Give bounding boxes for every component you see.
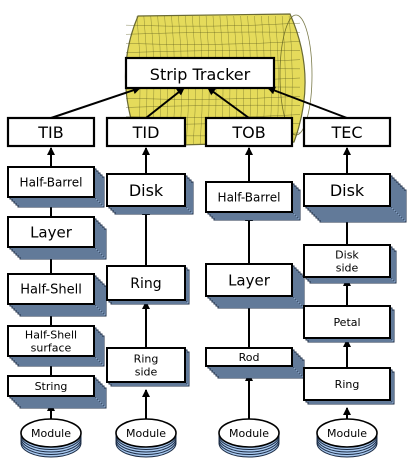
node-label: Rod: [239, 351, 260, 364]
module-label: Module: [229, 427, 269, 440]
node-tid-0: Disk: [106, 173, 194, 215]
module-tib: Module: [20, 418, 82, 458]
node-label: Half-Barrel: [20, 175, 83, 189]
title-node: Strip Tracker: [124, 56, 276, 90]
node-tec-3: Ring: [303, 367, 395, 405]
node-tob-1: Layer: [205, 263, 305, 309]
node-label: Layer: [228, 271, 271, 289]
header-tob: TOB: [204, 116, 294, 148]
arrow-tec-to-title: [267, 86, 348, 119]
node-label: Disk: [330, 181, 365, 200]
header-label-tob: TOB: [231, 123, 265, 142]
node-label: Ring: [130, 276, 161, 292]
node-label: surface: [31, 341, 72, 354]
header-tec: TEC: [302, 116, 392, 148]
module-tob: Module: [218, 418, 280, 458]
arrow-tid-to-title: [145, 87, 185, 119]
header-tid: TID: [105, 116, 187, 148]
node-label: Ring: [335, 378, 360, 391]
node-tib-4: String: [7, 375, 107, 409]
node-label: Half-Shell: [25, 328, 77, 341]
module-label: Module: [327, 427, 367, 440]
node-label: side: [336, 261, 359, 274]
header-label-tib: TIB: [37, 123, 63, 142]
column-tib: TIBHalf-BarrelLayerHalf-ShellHalf-Shells…: [6, 116, 107, 458]
node-tob-0: Half-Barrel: [205, 181, 301, 221]
node-tib-2: Half-Shell: [7, 273, 107, 317]
node-label: Petal: [333, 316, 360, 329]
header-label-tec: TEC: [330, 123, 362, 142]
header-label-tid: TID: [132, 123, 160, 142]
module-label: Module: [126, 427, 166, 440]
node-tob-2: Rod: [205, 347, 305, 379]
node-label: Half-Shell: [20, 283, 82, 298]
module-tid: Module: [115, 418, 177, 458]
header-tib: TIB: [6, 116, 96, 148]
node-label: Disk: [335, 248, 359, 261]
arrow-tib-to-title: [50, 86, 141, 119]
node-tec-2: Petal: [303, 305, 395, 343]
module-tec: Module: [316, 418, 378, 458]
node-label: Layer: [30, 223, 73, 241]
title-label: Strip Tracker: [150, 65, 251, 84]
node-tib-1: Layer: [7, 216, 107, 260]
node-label: Ring: [134, 352, 159, 365]
module-label: Module: [31, 427, 71, 440]
arrow-tob-to-title: [207, 87, 250, 119]
node-tec-0: Disk: [303, 173, 407, 223]
node-label: Disk: [129, 181, 164, 200]
node-tid-1: Ring: [106, 265, 190, 305]
node-label: Half-Barrel: [218, 190, 281, 204]
node-label: side: [135, 365, 158, 378]
node-label: String: [35, 380, 68, 393]
node-tib-0: Half-Barrel: [7, 166, 105, 208]
